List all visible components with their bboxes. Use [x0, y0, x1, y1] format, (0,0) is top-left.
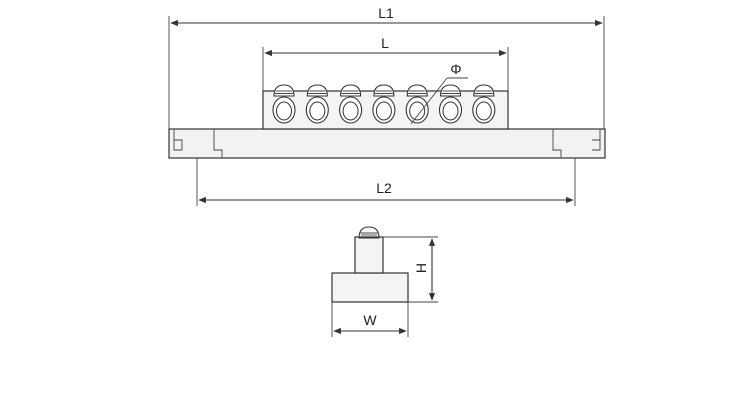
terminal-row [272, 84, 496, 124]
terminal [305, 84, 329, 124]
terminal-hole-inner [475, 101, 492, 121]
screw-head [306, 84, 328, 97]
side-body [331, 272, 409, 303]
side-screw-head [358, 226, 380, 239]
phi-label: Φ [450, 61, 461, 77]
screw-head [473, 84, 495, 97]
phi-leader [410, 77, 448, 125]
terminal-hole-inner [309, 101, 326, 121]
terminal [438, 84, 463, 124]
w-label: W [363, 312, 377, 328]
terminal-hole-inner [375, 101, 392, 121]
right-foot-detail [552, 129, 601, 158]
screw-head [340, 84, 362, 97]
side-view: H W [331, 226, 438, 337]
terminal [372, 84, 396, 124]
terminal [472, 84, 496, 124]
front-view: L1 L Φ L2 [168, 5, 606, 206]
mounting-strip [168, 128, 606, 159]
terminal [405, 84, 429, 124]
screw-head [439, 84, 462, 97]
terminal-hole-inner [409, 101, 426, 121]
h-label: H [413, 263, 429, 273]
terminal-hole-inner [442, 101, 459, 121]
terminal [272, 84, 296, 124]
screw-head [406, 84, 428, 97]
screw-head [373, 84, 395, 97]
terminal-hole-inner [342, 101, 359, 121]
l2-label: L2 [376, 180, 392, 196]
left-foot-detail [173, 129, 223, 158]
screw-head [273, 84, 295, 97]
l1-label: L1 [378, 5, 394, 21]
side-terminal-post [354, 236, 384, 274]
l-label: L [381, 35, 389, 51]
terminal-hole-inner [276, 101, 292, 121]
terminal [339, 84, 363, 124]
